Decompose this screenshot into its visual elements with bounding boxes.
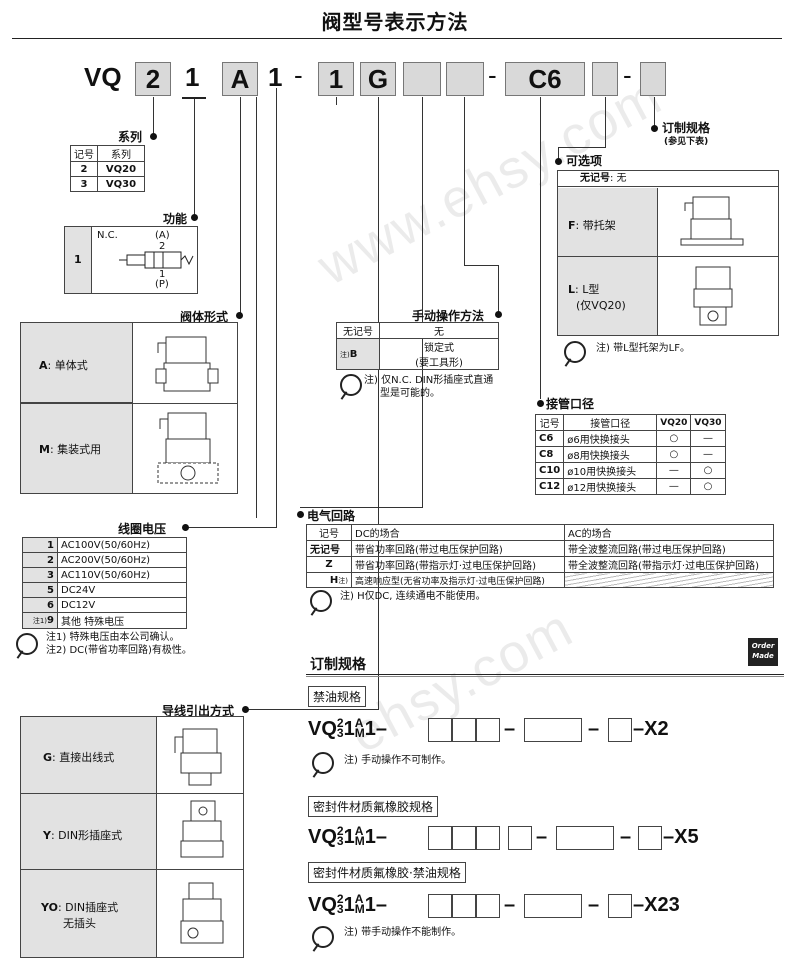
field-lead: G [360, 62, 396, 96]
lead-panel: G: 直接出线式 Y: DIN形插座式 YO: DIN插座式无插头 [20, 716, 244, 958]
options-label: 可选项 [566, 154, 603, 168]
field-body: A [222, 62, 258, 96]
l-bracket-valve-icon [693, 266, 733, 326]
port-label: 接管口径 [546, 397, 595, 411]
field-manual [446, 62, 484, 96]
body-single: A: 单体式 [39, 359, 88, 372]
option-l: L: L型(仅VQ20) [568, 283, 626, 312]
option-f: F: 带托架 [568, 219, 616, 232]
custom-item-3-label: 密封件材质氟橡胶·禁油规格 [308, 862, 466, 883]
lead-g: G: 直接出线式 [43, 751, 115, 764]
electric-note: 注) H仅DC, 连续通电不能使用。 [340, 591, 486, 602]
function-panel: 1 N.C. (A) 2 1 (P) [64, 226, 198, 294]
dash-1: - [294, 60, 303, 90]
manual-note: 注) 仅N.C. DIN形插座式直通型是可能的。 [364, 375, 494, 399]
lead-yo: YO: DIN插座式无插头 [41, 901, 119, 930]
field-electric [403, 62, 441, 96]
field-coil: 1 [318, 62, 354, 96]
lead-y: Y: DIN形插座式 [43, 829, 123, 842]
custom-title: 订制规格 [310, 657, 366, 673]
field-option [592, 62, 618, 96]
single-valve-icon [155, 336, 219, 392]
custom-tag-sub: (参见下表) [664, 137, 709, 147]
body-manifold: M: 集装式用 [39, 443, 102, 456]
series-label: 系列 [118, 130, 143, 144]
dash-3: - [623, 60, 632, 90]
manual-table: 无记号无 注)B 锁定式(要工具形) [336, 322, 499, 370]
valve-symbol-icon [119, 251, 194, 269]
custom-item-2-label: 密封件材质氟橡胶规格 [308, 796, 439, 817]
direct-wire-valve-icon [174, 728, 222, 786]
custom-item-1-suffix: –X2 [633, 718, 669, 740]
note-magnifier-icon [312, 926, 334, 948]
note-magnifier-icon [564, 341, 586, 363]
field-fixed-1: 1 [268, 62, 283, 92]
din-connector-valve-icon [180, 800, 224, 858]
options-panel: 无记号: 无 F: 带托架 L: L型(仅VQ20) [557, 170, 779, 336]
field-port: C6 [505, 62, 585, 96]
custom-tag-label: 订制规格 [662, 121, 711, 135]
bracket-valve-icon [680, 196, 744, 246]
title-rule [12, 38, 782, 39]
custom-item-3-note: 注) 带手动操作不能制作。 [344, 927, 462, 938]
din-no-plug-valve-icon [180, 882, 224, 944]
function-label: 功能 [163, 212, 188, 226]
function-code: 1 [74, 253, 82, 266]
options-note: 注) 带L型托架为LF。 [596, 343, 690, 354]
body-label: 阀体形式 [180, 310, 229, 324]
field-custom [640, 62, 666, 96]
electric-label: 电气回路 [307, 509, 356, 523]
manifold-valve-icon [157, 412, 219, 484]
note-magnifier-icon [340, 374, 362, 396]
custom-item-1-label: 禁油规格 [308, 686, 367, 707]
note-magnifier-icon [16, 633, 38, 655]
lead-label: 导线引出方式 [162, 704, 235, 718]
body-panel: A: 单体式 M: 集装式用 [20, 322, 238, 494]
coil-notes: 注1) 特殊电压由本公司确认。注2) DC(带省功率回路)有极性。 [46, 632, 192, 656]
note-magnifier-icon [312, 752, 334, 774]
manual-label: 手动操作方法 [412, 309, 485, 323]
custom-item-1-note: 注) 手动操作不可制作。 [344, 755, 452, 766]
field-series: 2 [135, 62, 171, 96]
function-nc: N.C. [97, 230, 118, 241]
custom-item-3-suffix: –X23 [633, 894, 680, 916]
page-title: 阀型号表示方法 [321, 10, 469, 34]
dash-2: - [488, 60, 497, 90]
model-prefix: VQ [84, 62, 122, 92]
note-magnifier-icon [310, 590, 332, 612]
custom-item-2-suffix: –X5 [663, 826, 699, 848]
coil-label: 线圈电压 [118, 522, 167, 536]
field-function: 1 [185, 62, 200, 92]
